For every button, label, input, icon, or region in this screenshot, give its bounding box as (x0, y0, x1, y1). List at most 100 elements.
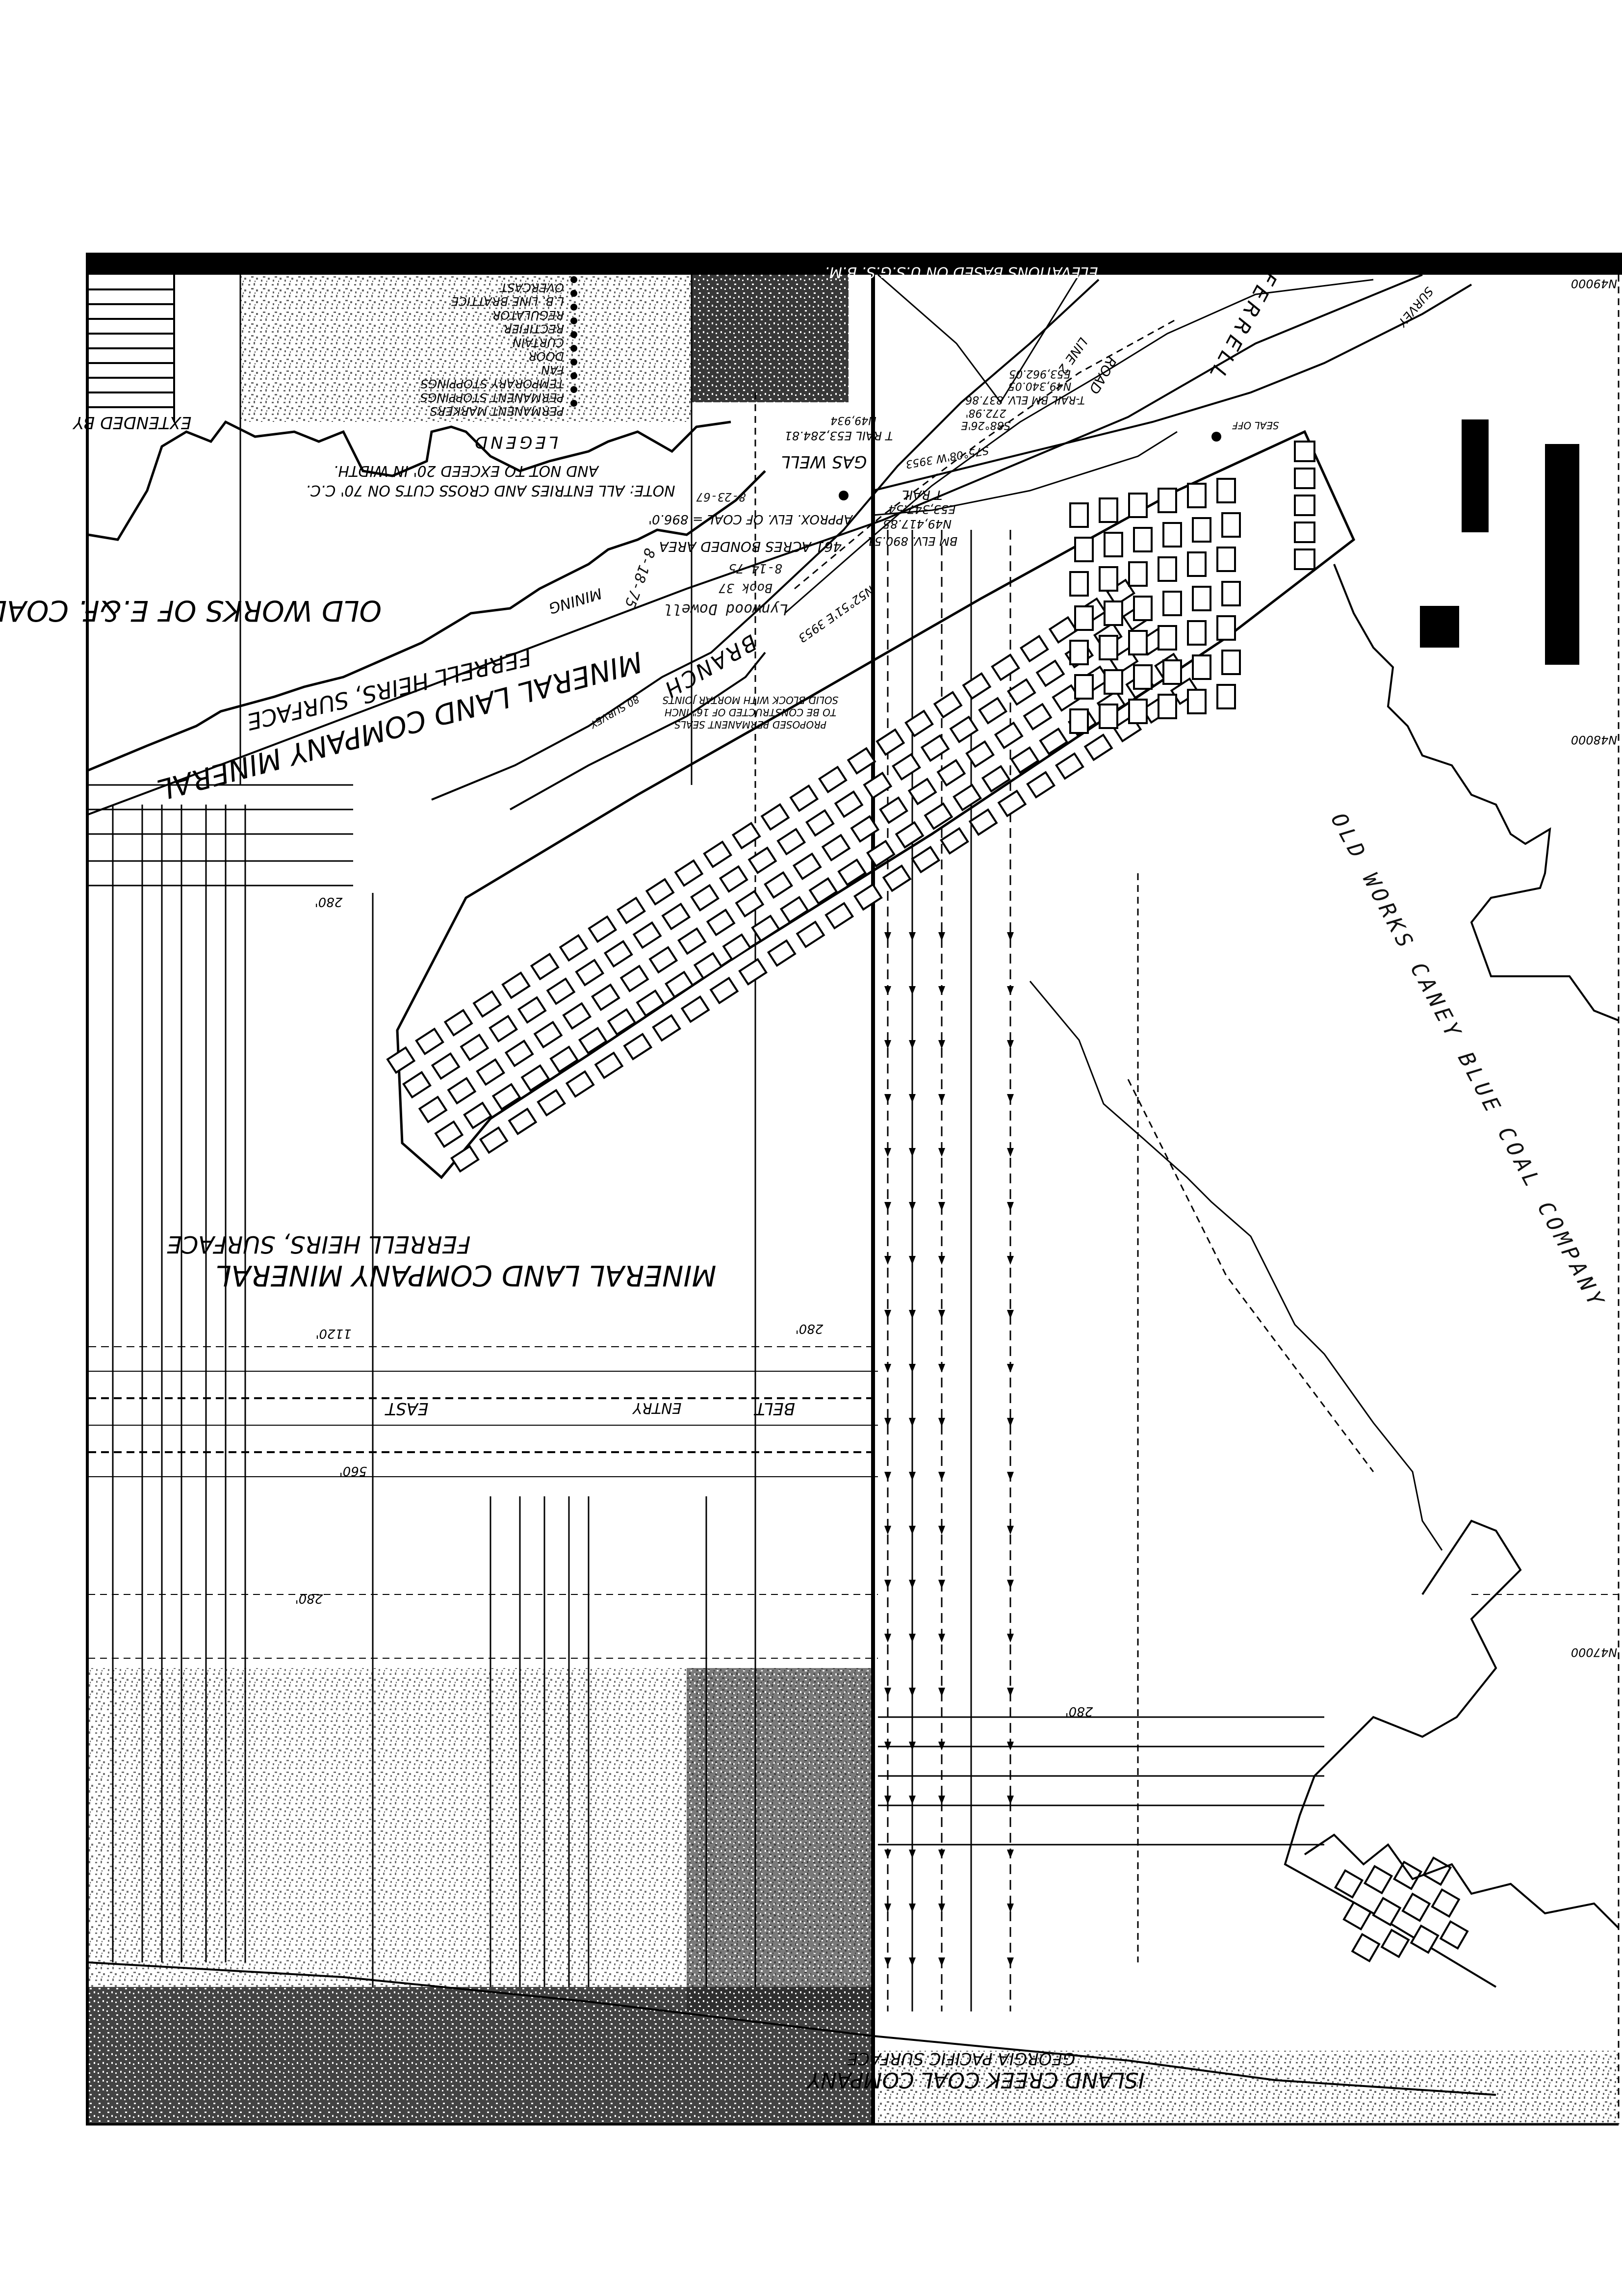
georgia-pacific-label: GEORGIA PACIFIC SURFACE (847, 2049, 1075, 2068)
air-direction-arrow-icon (884, 1634, 891, 1643)
air-direction-arrow-icon (909, 932, 916, 941)
coal-pillar (588, 915, 618, 943)
legend-symbol-icon (570, 331, 577, 338)
air-direction-arrow-icon (1007, 1364, 1014, 1373)
coal-pillar (431, 1052, 461, 1080)
air-direction-arrow-icon (884, 1904, 891, 1912)
air-direction-arrow-icon (938, 1796, 945, 1804)
coal-pillar (779, 896, 809, 924)
air-direction-arrow-icon (1007, 1904, 1014, 1912)
coal-pillar (1133, 527, 1153, 552)
air-direction-arrow-icon (938, 1904, 945, 1912)
coal-pillar (1019, 634, 1049, 663)
coal-pillar (1069, 708, 1089, 734)
coal-pillar (632, 921, 662, 949)
coal-pillar (719, 865, 748, 893)
legend-symbol-icon (570, 304, 577, 311)
coal-pillar (933, 691, 963, 719)
air-direction-arrow-icon (938, 1580, 945, 1589)
coal-pillar (892, 753, 921, 781)
coal-pillar (789, 784, 819, 812)
coal-pillar (821, 834, 851, 861)
air-direction-arrow-icon (1007, 1148, 1014, 1157)
coal-pillar (645, 878, 675, 906)
coal-pillar (1380, 1929, 1410, 1958)
date-label-1: 8-18-75 (621, 546, 658, 610)
coal-pillar (1104, 669, 1123, 695)
coal-pillar (578, 1026, 608, 1055)
coal-pillar (837, 858, 867, 887)
legend-item-label: TEMPORARY STOPPINGS (420, 377, 564, 391)
coal-pillar (808, 877, 838, 905)
air-direction-arrow-icon (1007, 1040, 1014, 1049)
coal-pillar (1162, 591, 1182, 616)
air-direction-arrow-icon (938, 1957, 945, 1966)
coal-pillar (665, 970, 694, 998)
air-direction-arrow-icon (1007, 1202, 1014, 1211)
coal-pillar (546, 977, 576, 1005)
dim-280-d: 280' (1065, 1704, 1093, 1719)
coal-pillar (1026, 771, 1056, 799)
coal-pillar (1104, 600, 1123, 626)
date-label-3: 8-23-67 (696, 490, 746, 504)
air-direction-arrow-icon (938, 1850, 945, 1858)
coal-pillar (463, 1101, 492, 1129)
coal-pillar (607, 1008, 637, 1036)
coal-pillar (415, 1027, 444, 1055)
legend-symbol-icon (570, 290, 577, 297)
air-direction-arrow-icon (884, 1364, 891, 1373)
dark-blocks (1420, 419, 1579, 665)
n49934-label: N49,934 (830, 414, 876, 426)
dim-560: 560' (339, 1463, 367, 1478)
coal-pillar (623, 1033, 653, 1061)
air-direction-arrow-icon (938, 1040, 945, 1049)
air-direction-arrow-icon (1007, 1957, 1014, 1966)
air-direction-arrow-icon (909, 1202, 916, 1211)
branch-label: BRANCH (659, 629, 761, 703)
proposed-seals-2: TO BE CONSTRUCTED OF 16" INCH (665, 706, 836, 718)
coal-pillar (1431, 1888, 1461, 1918)
coal-pillar (1221, 512, 1241, 538)
survey-80-label: 80 SURVEY (588, 693, 642, 731)
coal-pillar (636, 989, 666, 1018)
coal-pillar (760, 803, 790, 831)
air-direction-arrow-icon (938, 1526, 945, 1535)
coal-pillar (1074, 537, 1094, 562)
coal-pillar (591, 983, 620, 1011)
coal-pillar (1023, 703, 1053, 731)
coal-pillar (1104, 532, 1123, 557)
coal-pillar (1294, 495, 1315, 516)
coal-pillar (1192, 654, 1211, 680)
air-direction-arrow-icon (909, 1580, 916, 1589)
coal-pillar (693, 952, 723, 980)
air-direction-arrow-icon (884, 1040, 891, 1049)
property-lines (88, 274, 1619, 2096)
coal-pillar (853, 883, 883, 911)
air-direction-arrow-icon (884, 1850, 891, 1858)
east-belt-entry (88, 784, 1324, 1846)
t-rail-label: T RAIL (902, 487, 942, 502)
n49000-label: N49000 (1571, 277, 1617, 290)
legend-item-label: CURTAIN (513, 336, 564, 349)
coal-pillar (489, 1015, 518, 1043)
air-direction-arrow-icon (884, 1742, 891, 1750)
legend-item-label: REGULATOR (492, 308, 564, 322)
dist-272-label: 272.98' (965, 407, 1006, 419)
vertical-entries (112, 530, 1014, 2011)
coal-pillar (936, 759, 966, 787)
coal-pillar (594, 1051, 624, 1079)
air-direction-arrow-icon (1007, 1634, 1014, 1643)
coal-pillar (1363, 1865, 1393, 1895)
gas-well-label: GAS WELL (781, 452, 867, 471)
ferrell-heirs-label-2: FERRELL HEIRS, SURFACE (167, 1230, 471, 1258)
coal-pillar (1422, 1856, 1452, 1886)
coal-pillar (1083, 733, 1113, 761)
coal-pillar (703, 840, 733, 868)
coal-pillar (738, 958, 768, 986)
air-direction-arrow-icon (1007, 1850, 1014, 1858)
legend-item-label: DOOR (528, 349, 564, 363)
coal-pillar (1128, 561, 1148, 587)
legend: LEGEND NOTE: ALL ENTRIES AND CROSS CUTS … (306, 276, 675, 499)
coal-pillar (443, 1009, 473, 1037)
mineral-land-label-1: MINERAL LAND COMPANY MINERAL (154, 645, 646, 807)
